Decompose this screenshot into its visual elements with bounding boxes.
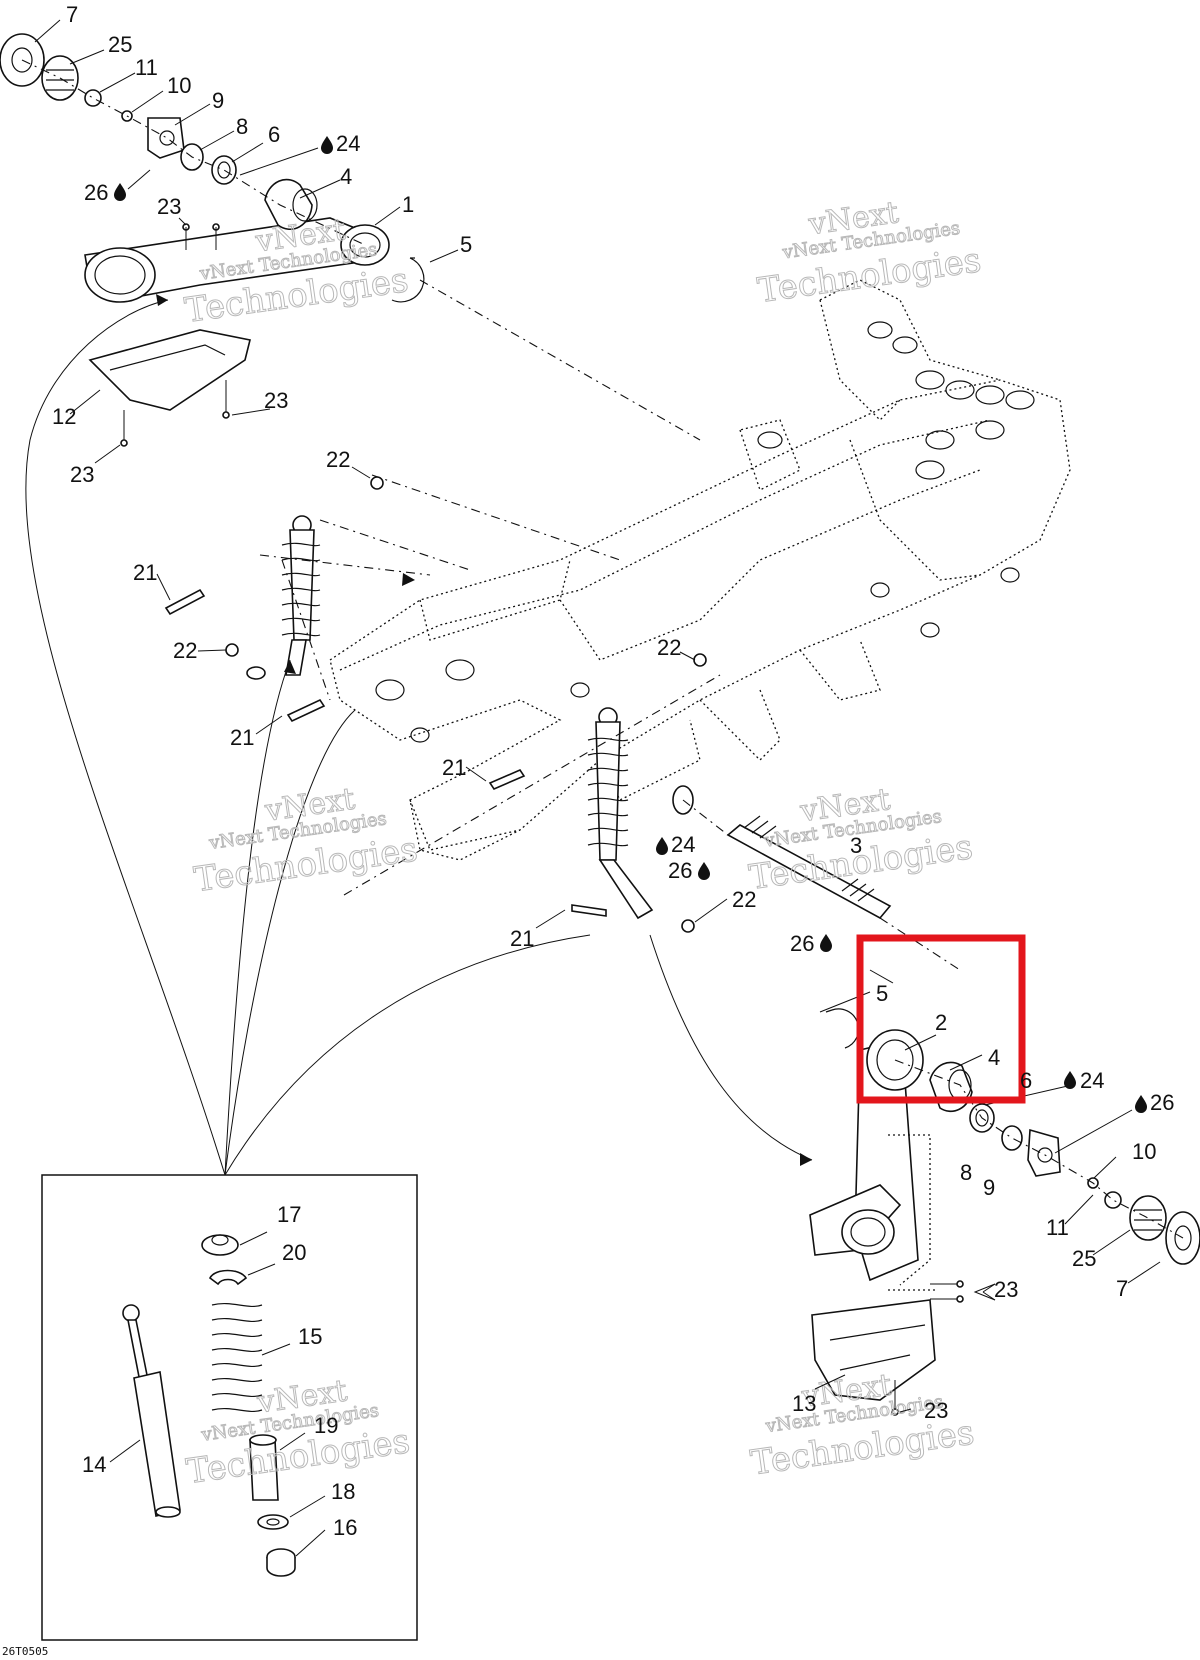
part-label: 6: [268, 122, 280, 147]
part-label: 19: [314, 1413, 338, 1438]
part-label: 5: [460, 232, 472, 257]
part-label: 7: [1116, 1276, 1128, 1301]
part-label: 25: [1072, 1246, 1096, 1271]
part-label: 9: [983, 1175, 995, 1200]
grease-drop-icon: [698, 862, 710, 880]
part-label: 12: [52, 404, 76, 429]
part-label: 11: [135, 55, 158, 80]
grease-drop-icon: [1064, 1071, 1076, 1089]
left-hub-parts: [0, 33, 425, 303]
part-label: 18: [331, 1479, 355, 1504]
grease-drop-icon: [114, 183, 126, 201]
grease-drop-icon: [321, 136, 333, 154]
center-mount-lines: [343, 474, 721, 896]
grease-drop-icon: [1135, 1095, 1147, 1113]
part-label: 20: [282, 1240, 306, 1265]
part-label: 23: [157, 194, 181, 219]
part-label: 22: [657, 635, 681, 660]
left-shock-bolts: [164, 476, 384, 723]
part-label: 25: [108, 32, 132, 57]
part-label: 23: [994, 1277, 1018, 1302]
part-label: 23: [70, 462, 94, 487]
part-label: 9: [212, 88, 224, 113]
part-label: 22: [173, 638, 197, 663]
part-label: 22: [732, 887, 756, 912]
right-trailing-arm: [809, 1029, 924, 1282]
grease-drop-icon: [820, 934, 832, 952]
part-label: 7: [66, 2, 78, 27]
left-shock-absorber: [246, 515, 321, 680]
part-label: 14: [82, 1452, 106, 1477]
left-trailing-arm: [84, 217, 390, 303]
part-label: 26: [1150, 1090, 1174, 1115]
shock-detail-inset: [41, 1174, 418, 1641]
left-bolts: [120, 223, 230, 447]
part-label: 23: [264, 388, 288, 413]
right-bolts: [891, 1280, 964, 1416]
part-label: 24: [671, 832, 695, 857]
part-label: 23: [924, 1398, 948, 1423]
part-label: 17: [277, 1202, 301, 1227]
part-label: 24: [336, 131, 360, 156]
part-label: 21: [442, 755, 466, 780]
right-axle-centerline: [894, 1059, 1184, 1239]
left-skid-plate: [88, 329, 251, 411]
highlight-box: [856, 934, 1026, 1104]
part-label: 1: [402, 192, 414, 217]
part-label: 2: [935, 1010, 947, 1035]
part-label: 24: [1080, 1068, 1104, 1093]
vehicle-frame: [329, 279, 1071, 861]
part-label: 22: [326, 447, 350, 472]
grease-drop-icon: [656, 837, 668, 855]
part-labels: 7 25 11 10 9 8 6 24 26 4 1 23 5 12 23 23…: [52, 2, 1174, 1540]
part-label: 11: [1046, 1215, 1069, 1240]
drawing-code: 26T0505: [2, 1645, 48, 1658]
part-label: 5: [876, 981, 888, 1006]
part-label: 3: [850, 833, 862, 858]
part-label: 8: [236, 114, 248, 139]
part-label: 21: [510, 926, 534, 951]
reference-arcs: [25, 294, 813, 1176]
right-shock-absorber: [587, 707, 654, 920]
right-skid-plate: [811, 1299, 936, 1401]
part-label: 10: [167, 73, 191, 98]
part-label: 10: [1132, 1139, 1156, 1164]
part-label: 21: [133, 560, 157, 585]
part-label: 8: [960, 1160, 972, 1185]
left-shock-mount-lines: [259, 519, 471, 701]
part-label: 13: [792, 1391, 816, 1416]
left-axle-centerline: [21, 59, 366, 246]
part-label: 4: [340, 164, 352, 189]
part-label: 4: [988, 1045, 1000, 1070]
axle-centerline: [682, 799, 961, 971]
right-arm-dotted-guide: [888, 1134, 935, 1291]
part-label: 21: [230, 725, 254, 750]
part-label: 26: [790, 931, 814, 956]
part-label: 26: [84, 180, 108, 205]
left-arm-mount-line: [419, 279, 701, 441]
part-label: 15: [298, 1324, 322, 1349]
part-label: 26: [668, 858, 692, 883]
part-label: 16: [333, 1515, 357, 1540]
part-label: 6: [1020, 1068, 1032, 1093]
center-bolts: [488, 653, 707, 933]
